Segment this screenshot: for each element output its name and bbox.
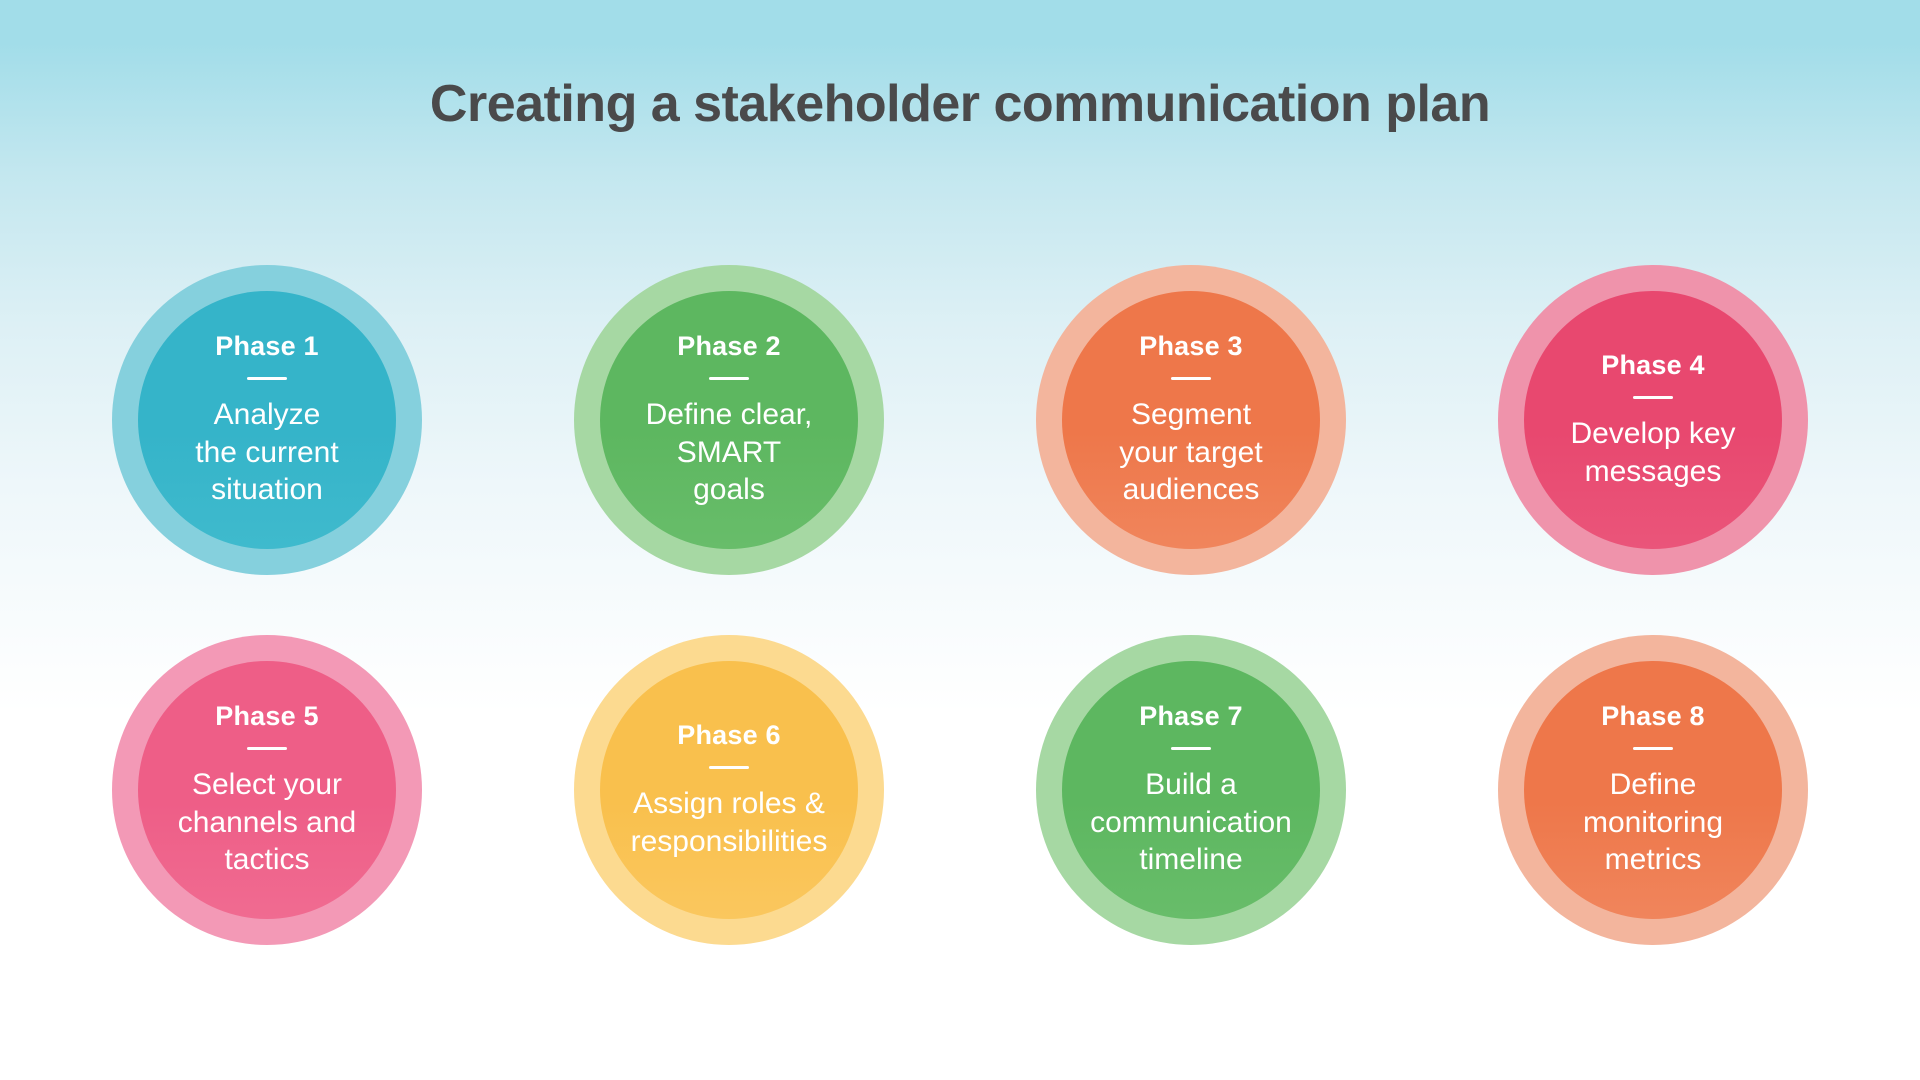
phase-8-divider [1633, 746, 1673, 750]
phase-6-divider [709, 765, 749, 769]
phase-1-label: Phase 1 [215, 330, 319, 361]
phase-circle-6: Phase 6 Assign roles & responsibilities [574, 635, 884, 945]
phase-6-label: Phase 6 [677, 719, 781, 750]
phase-7-description: Build a communication timeline [1090, 767, 1292, 877]
phase-5-label: Phase 5 [215, 700, 319, 731]
phase-3-label: Phase 3 [1139, 330, 1243, 361]
phase-4-divider [1633, 395, 1673, 399]
phase-7-divider [1171, 746, 1211, 750]
phase-5-description: Select your channels and tactics [177, 767, 357, 877]
phase-3-description: Segment your target audiences [1119, 397, 1263, 507]
phase-2-divider [709, 376, 749, 380]
phase-circle-6-inner: Phase 6 Assign roles & responsibilities [600, 661, 858, 919]
phase-6-description: Assign roles & responsibilities [630, 786, 828, 858]
phase-5-divider [247, 746, 287, 750]
phase-4-label: Phase 4 [1601, 349, 1705, 380]
phase-circle-3-inner: Phase 3 Segment your target audiences [1062, 291, 1320, 549]
phase-circle-3: Phase 3 Segment your target audiences [1036, 265, 1346, 575]
phase-circle-8-inner: Phase 8 Define monitoring metrics [1524, 661, 1782, 919]
phase-circle-4: Phase 4 Develop key messages [1498, 265, 1808, 575]
phase-4-description: Develop key messages [1570, 416, 1736, 488]
phase-1-divider [247, 376, 287, 380]
phase-circle-1: Phase 1 Analyze the current situation [112, 265, 422, 575]
phase-circle-2-inner: Phase 2 Define clear, SMART goals [600, 291, 858, 549]
phase-7-label: Phase 7 [1139, 700, 1243, 731]
phase-circle-4-inner: Phase 4 Develop key messages [1524, 291, 1782, 549]
phase-2-label: Phase 2 [677, 330, 781, 361]
page-title: Creating a stakeholder communication pla… [429, 75, 1491, 133]
phase-3-divider [1171, 376, 1211, 380]
phase-circle-1-inner: Phase 1 Analyze the current situation [138, 291, 396, 549]
phase-row-1: Phase 1 Analyze the current situation Ph… [112, 265, 1808, 575]
phase-circle-8: Phase 8 Define monitoring metrics [1498, 635, 1808, 945]
phase-circle-7: Phase 7 Build a communication timeline [1036, 635, 1346, 945]
phase-2-description: Define clear, SMART goals [645, 397, 813, 507]
phase-circle-5: Phase 5 Select your channels and tactics [112, 635, 422, 945]
phase-1-description: Analyze the current situation [195, 397, 339, 507]
phase-8-description: Define monitoring metrics [1582, 767, 1724, 877]
phase-circle-7-inner: Phase 7 Build a communication timeline [1062, 661, 1320, 919]
phase-8-label: Phase 8 [1601, 700, 1705, 731]
phase-circle-2: Phase 2 Define clear, SMART goals [574, 265, 884, 575]
phase-circle-5-inner: Phase 5 Select your channels and tactics [138, 661, 396, 919]
phase-grid: Phase 1 Analyze the current situation Ph… [112, 265, 1808, 945]
phase-row-2: Phase 5 Select your channels and tactics… [112, 635, 1808, 945]
